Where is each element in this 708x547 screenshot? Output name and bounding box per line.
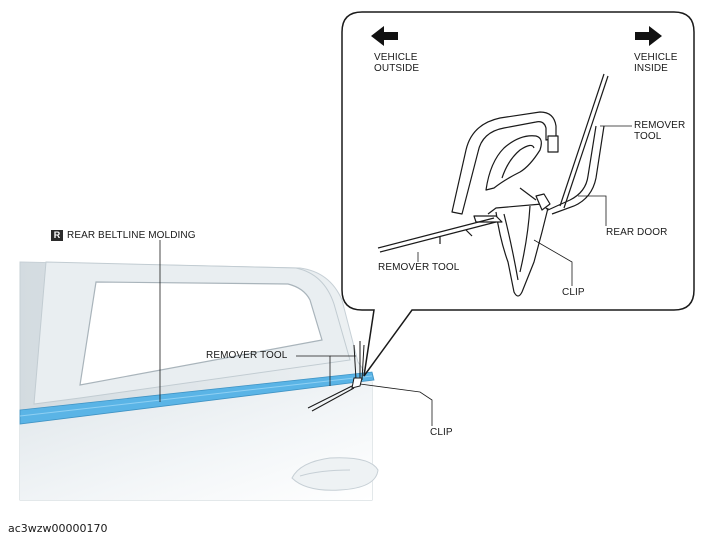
clip-cross-section: [451, 111, 559, 297]
callout-bubble: [341, 11, 695, 377]
arrow-right-icon: [635, 26, 662, 46]
window-glass: [79, 281, 323, 386]
remover-tool-main: [307, 341, 365, 412]
molding-label: REAR BELTLINE MOLDING: [67, 230, 196, 241]
callout-leaders: [417, 125, 632, 286]
remover-tool-lower-label: REMOVER TOOL: [378, 262, 460, 273]
rear-door-section: [547, 125, 605, 215]
figure-code: ac3wzw00000170: [8, 522, 108, 535]
rear-door-illustration: [19, 261, 379, 501]
rear-badge-icon: R: [51, 230, 63, 241]
remover-tool-callout: [377, 73, 609, 253]
rear-beltline-molding: [19, 371, 375, 425]
arrow-left-icon: [371, 26, 398, 46]
remover-tool-main-label: REMOVER TOOL: [206, 350, 288, 361]
door-handle: [291, 457, 379, 491]
clip-main-label: CLIP: [430, 427, 453, 438]
clip-callout-label: CLIP: [562, 287, 585, 298]
vehicle-outside-label: VEHICLE OUTSIDE: [374, 52, 420, 74]
main-leaders: [159, 240, 433, 426]
rear-door-label: REAR DOOR: [606, 227, 668, 238]
vehicle-inside-label: VEHICLE INSIDE: [634, 52, 678, 74]
remover-tool-upper-label: REMOVER TOOL: [634, 120, 686, 142]
